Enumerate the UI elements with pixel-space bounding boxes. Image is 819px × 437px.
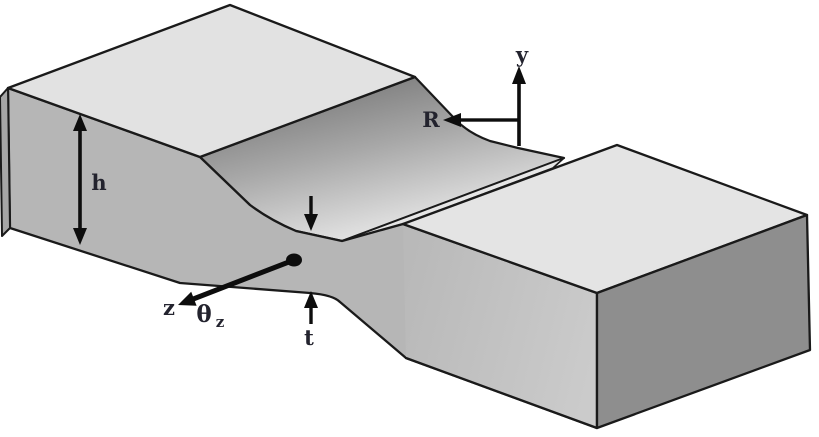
left-block-side-face	[0, 87, 11, 237]
z-origin-dot	[286, 253, 302, 267]
y-axis-arrow	[512, 66, 526, 146]
notch-down-arrow	[304, 196, 318, 231]
height-dimension-arrow	[73, 114, 87, 245]
radius-label: R	[422, 107, 440, 132]
left-block-top-face	[6, 3, 417, 159]
theta-z-label: θ	[196, 301, 211, 328]
thickness-label: t	[304, 325, 314, 350]
y-axis-label: y	[515, 42, 529, 67]
right-block-side-face	[595, 213, 812, 430]
theta-z-subscript: z	[216, 313, 225, 331]
thickness-arrow	[304, 291, 318, 324]
height-label: h	[91, 170, 106, 195]
right-block-front-face	[403, 224, 597, 428]
radius-arrow	[443, 113, 519, 127]
z-axis-arrow	[178, 253, 302, 306]
z-axis-label: z	[163, 295, 175, 320]
